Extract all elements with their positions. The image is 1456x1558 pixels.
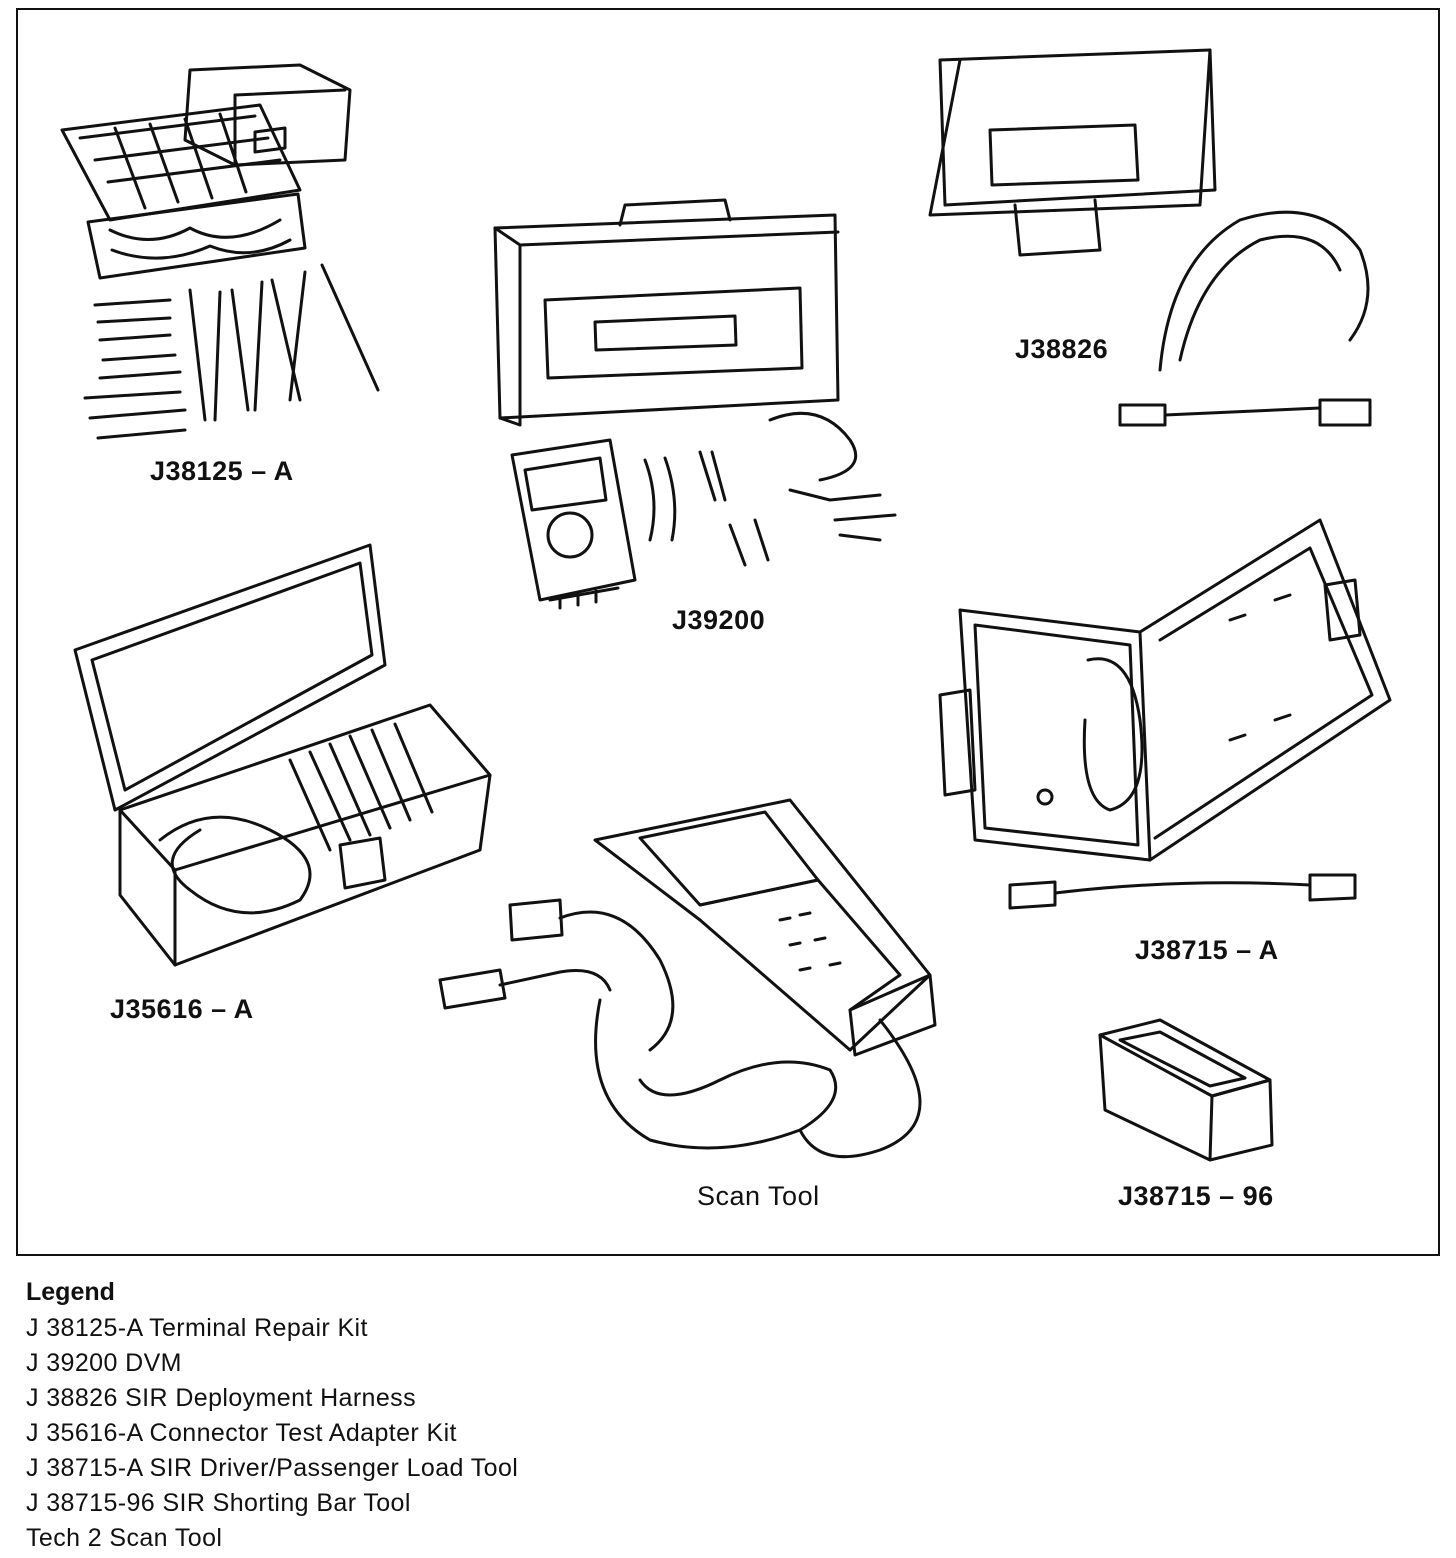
legend-item: J 39200 DVM — [26, 1349, 182, 1377]
dvm-kit-illustration — [493, 198, 897, 610]
legend-item: J 38715-A SIR Driver/Passenger Load Tool — [26, 1454, 519, 1482]
connector-test-adapter-kit-illustration — [73, 543, 492, 967]
terminal-repair-kit-illustration — [60, 63, 380, 440]
scan-tool-illustration — [438, 798, 937, 1159]
legend-item: Tech 2 Scan Tool — [26, 1524, 223, 1552]
callout-j38715-96: J38715 – 96 — [1118, 1181, 1274, 1211]
figure-frame — [16, 8, 1440, 1256]
legend-item: J 38125-A Terminal Repair Kit — [26, 1314, 368, 1342]
callout-j38125a: J38125 – A — [150, 456, 294, 486]
callout-j38826: J38826 — [1015, 334, 1109, 364]
callout-scan-tool: Scan Tool — [697, 1181, 820, 1211]
sir-load-tool-illustration — [938, 518, 1392, 910]
legend-item: J 38715-96 SIR Shorting Bar Tool — [26, 1489, 411, 1517]
callout-j39200: J39200 — [672, 605, 766, 635]
tools-illustration — [60, 48, 1392, 1162]
callout-j38715a: J38715 – A — [1135, 935, 1279, 965]
legend-list: J 38125-A Terminal Repair Kit J 39200 DV… — [26, 1311, 518, 1556]
legend: Legend J 38125-A Terminal Repair Kit J 3… — [26, 1278, 518, 1556]
legend-item: J 38826 SIR Deployment Harness — [26, 1384, 416, 1412]
legend-item: J 35616-A Connector Test Adapter Kit — [26, 1419, 457, 1447]
sir-shorting-bar-illustration — [1098, 1018, 1274, 1162]
sir-deployment-harness-illustration — [928, 48, 1372, 427]
callout-j35616a: J35616 – A — [110, 994, 254, 1024]
legend-title: Legend — [26, 1278, 115, 1306]
